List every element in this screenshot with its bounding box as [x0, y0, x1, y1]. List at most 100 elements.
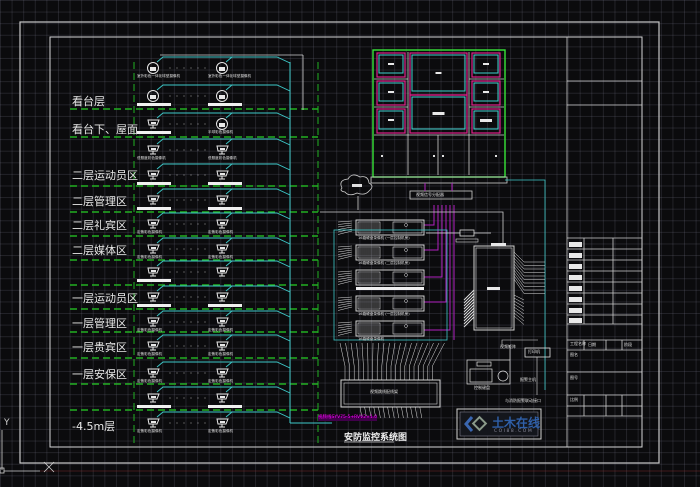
camera-label: 定焦彩色摄像机	[137, 328, 163, 332]
title-block-cell-glyph	[569, 308, 582, 313]
box-camera-icon	[147, 317, 160, 327]
dot	[197, 199, 199, 201]
dot	[176, 149, 178, 151]
dot	[176, 321, 178, 323]
box-camera-icon	[147, 418, 160, 428]
camera-label-bar	[208, 304, 242, 307]
camera-label-bar	[137, 304, 171, 307]
dot	[204, 248, 206, 250]
dvr-label: 16路硬盘录像机 (二层控制机房)	[358, 261, 410, 265]
box-camera-icon	[147, 219, 160, 229]
camera-label: 定焦彩色摄像机	[137, 429, 163, 433]
camera-cable-branch	[225, 334, 233, 341]
video-matrix	[473, 243, 515, 331]
dot	[169, 271, 171, 273]
crosshair-cursor	[43, 461, 55, 473]
box-camera-icon	[147, 267, 160, 277]
box-camera-icon	[216, 145, 229, 155]
camera-cable	[156, 163, 291, 171]
printer-icon	[501, 339, 551, 395]
dot	[197, 248, 199, 250]
camera-cable-branch	[225, 163, 233, 170]
dot	[190, 123, 192, 125]
dot	[183, 123, 185, 125]
camera-label-bar	[137, 405, 171, 408]
dot	[183, 199, 185, 201]
dome-camera-icon	[147, 62, 159, 74]
box-camera-icon	[147, 368, 160, 378]
dot	[169, 397, 171, 399]
dot	[190, 422, 192, 424]
dot	[197, 345, 199, 347]
dvr-label: 16路硬盘录像机	[358, 337, 385, 341]
alarm-link-note: 与消防报警联动接口	[505, 398, 541, 403]
box-camera-icon	[147, 145, 160, 155]
patch-cable-fans	[339, 342, 445, 419]
dot	[169, 321, 171, 323]
dot	[183, 296, 185, 298]
tv-wall	[370, 49, 508, 184]
monitor-icon	[409, 52, 468, 96]
camera-cable-branch	[225, 260, 233, 267]
dot	[169, 199, 171, 201]
title-block-cell-glyph	[569, 286, 582, 291]
dot	[183, 223, 185, 225]
camera-label: 定焦彩色摄像机	[208, 429, 234, 433]
camera-label: 室外彩色一体化球型摄像机	[208, 74, 252, 78]
camera-label: 定焦彩色摄像机	[137, 379, 163, 383]
dot	[197, 296, 199, 298]
box-camera-icon	[216, 317, 229, 327]
dome-camera-icon	[216, 90, 228, 102]
video-signal-lines	[424, 183, 455, 340]
camera-label: 定焦彩色摄像机	[137, 230, 163, 234]
camera-cable-branch	[225, 361, 233, 368]
box-camera-icon	[147, 195, 160, 205]
floor-label: 二层媒体区	[72, 244, 127, 257]
camera-rows	[137, 56, 291, 428]
dome-camera-icon	[216, 118, 228, 130]
dot	[183, 271, 185, 273]
patch-panel	[340, 379, 441, 408]
camera-label-bar	[137, 279, 171, 282]
floor-label: 一层贵宾区	[72, 341, 127, 354]
tb-drawing-no: 图号	[570, 375, 578, 380]
monitor-icon	[471, 52, 501, 78]
dot	[204, 223, 206, 225]
dot	[204, 123, 206, 125]
box-camera-icon	[216, 341, 229, 351]
dot	[197, 67, 199, 69]
monitor-icon	[471, 80, 501, 106]
camera-label: 定焦彩色摄像机	[208, 255, 234, 259]
network-cloud-icon	[340, 174, 373, 210]
camera-cable	[156, 56, 291, 64]
dot	[183, 321, 185, 323]
floor-label: 二层运动员区	[72, 169, 138, 182]
camera-cable-branch	[225, 310, 233, 317]
dot	[204, 67, 206, 69]
tb-scale-label: 比例	[570, 397, 578, 402]
camera-cable	[156, 237, 291, 245]
camera-cable	[156, 334, 291, 342]
dot	[197, 271, 199, 273]
dot	[176, 248, 178, 250]
ucs-icon	[0, 430, 700, 474]
floor-label: 一层管理区	[72, 317, 127, 330]
dvr-stack	[337, 219, 425, 337]
dot	[204, 397, 206, 399]
dot	[169, 345, 171, 347]
dvr-unit	[337, 320, 425, 337]
box-camera-icon	[216, 368, 229, 378]
box-camera-icon	[216, 292, 229, 302]
dot	[176, 199, 178, 201]
dome-camera-icon	[147, 90, 159, 102]
camera-label: 定焦彩色摄像机	[208, 230, 234, 234]
tvwall-cyan-link	[505, 179, 546, 390]
tb-date-label: 日期	[588, 342, 596, 347]
signal-distributor-label: 视频信号分配器	[416, 192, 444, 197]
dot	[190, 345, 192, 347]
box-camera-icon	[216, 267, 229, 277]
dot	[197, 95, 199, 97]
dot	[204, 422, 206, 424]
drawing-title: 安防监控系统图	[344, 433, 408, 443]
dot	[183, 95, 185, 97]
